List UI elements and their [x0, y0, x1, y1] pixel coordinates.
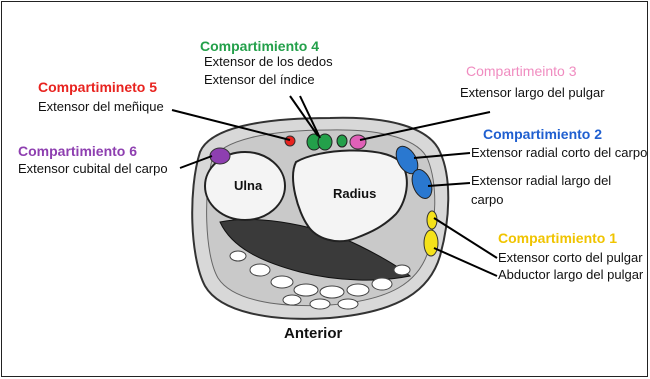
compartment-3-tendon [350, 135, 366, 149]
compartment-6-line1: Extensor cubital del carpo [18, 162, 168, 177]
compartment-5-tendon [285, 136, 295, 146]
compartment-6-title: Compartimiento 6 [18, 143, 137, 159]
compartment-4-title: Compartimiento 4 [200, 38, 319, 54]
compartment-3-title: Compartimeinto 3 [466, 63, 577, 79]
compartment-5-line1: Extensor del meñique [38, 100, 164, 115]
compartment-4-line2: Extensor del índice [204, 73, 315, 88]
compartment-4-line1: Extensor de los dedos [204, 55, 333, 70]
compartment-6-tendon [210, 148, 230, 164]
compartment-5-title: Compartimineto 5 [38, 79, 157, 95]
compartment-1-title: Compartimiento 1 [498, 230, 617, 246]
compartment-1-line2: Abductor largo del pulgar [498, 268, 643, 283]
compartment-2-line2: Extensor radial largo del [471, 174, 611, 189]
compartment-2-line1: Extensor radial corto del carpo [471, 146, 647, 161]
ulna-label: Ulna [234, 178, 262, 193]
compartment-1-line1: Extensor corto del pulgar [498, 251, 643, 266]
radius-label: Radius [333, 186, 376, 201]
compartment-3-line1: Extensor largo del pulgar [460, 86, 605, 101]
anterior-label: Anterior [284, 325, 342, 342]
compartment-2-line3: carpo [471, 193, 504, 208]
compartment-2-title: Compartimiento 2 [483, 126, 602, 142]
